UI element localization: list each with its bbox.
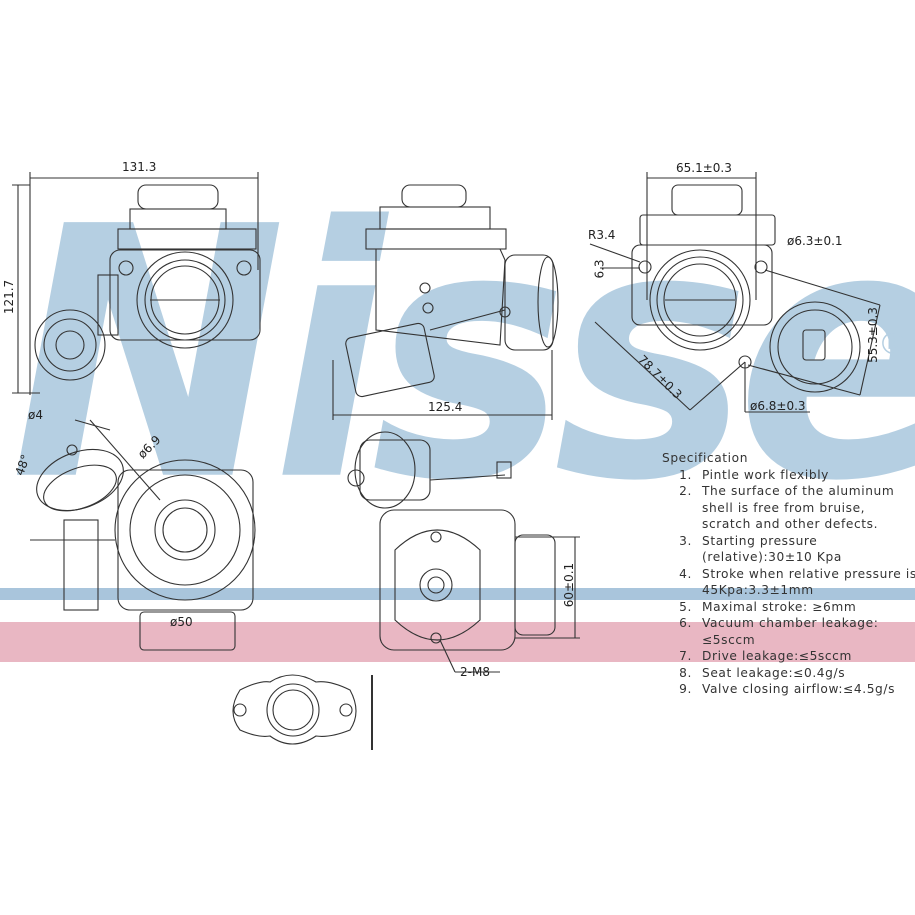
spec-item: 2. The surface of the aluminum shell is f… (662, 483, 915, 533)
spec-num: 6. (679, 616, 692, 630)
registered-mark: ® (878, 327, 908, 362)
dim-flange-height: 60±0.1 (562, 562, 577, 608)
dim-offset: 6.3 (592, 259, 607, 279)
blue-stripe (0, 588, 915, 600)
spec-item: 8. Seat leakage:≤0.4g/s (662, 665, 915, 682)
gasket-view (232, 674, 373, 750)
spec-num: 8. (679, 665, 692, 680)
spec-item: 6. Vacuum chamber leakage: ≤5sccm (662, 615, 915, 648)
dim-bore-dia: ø50 (170, 615, 193, 629)
spec-text: Pintle work flexibly (702, 467, 829, 482)
specification-list: 1. Pintle work flexibly 2. The surface of … (662, 467, 915, 698)
dim-bolts: 2-M8 (460, 665, 490, 679)
pink-stripe (0, 622, 915, 662)
spec-num: 1. (679, 467, 692, 482)
rear-view (347, 431, 580, 673)
dim-radius: R3.4 (588, 228, 616, 242)
spec-item: 7. Drive leakage:≤5sccm (662, 648, 915, 665)
spec-text: The surface of the aluminum shell is fre… (702, 484, 895, 531)
spec-item: 4. Stroke when relative pressure is 45Kpa… (662, 566, 915, 599)
spec-item: 5. Maximal stroke: ≥6mm (662, 599, 915, 616)
spec-num: 5. (679, 599, 692, 614)
spec-text: Seat leakage:≤0.4g/s (702, 665, 846, 680)
side-view (332, 184, 559, 420)
spec-num: 9. (679, 682, 692, 696)
spec-text: Vacuum chamber leakage: ≤5sccm (702, 616, 879, 647)
dim-height-front: 121.7 (2, 279, 17, 315)
spec-text: Starting pressure (relative):30±10 Kpa (702, 533, 842, 565)
flange-view (589, 172, 881, 413)
dim-flange-width: 65.1±0.3 (676, 161, 732, 175)
spec-text: Drive leakage:≤5sccm (702, 649, 852, 663)
spec-text: Stroke when relative pressure is 45Kpa:3… (702, 566, 915, 598)
spec-num: 4. (679, 566, 692, 581)
actuator-view (30, 419, 256, 651)
spec-num: 3. (679, 533, 692, 548)
specification-block: Specification 1. Pintle work flexibly 2. T… (662, 450, 915, 698)
dim-port-dia: ø4 (28, 408, 43, 422)
spec-text: Maximal stroke: ≥6mm (702, 599, 857, 614)
dim-hole-top: ø6.3±0.1 (787, 234, 843, 248)
spec-num: 2. (679, 484, 692, 498)
specification-title: Specification (662, 451, 749, 465)
dim-length-side: 125.4 (428, 400, 463, 414)
dim-diag-right: 55.3±0.3 (865, 307, 880, 363)
dim-hole-bottom: ø6.8±0.3 (750, 399, 806, 413)
front-view (12, 172, 261, 395)
spec-text: Valve closing airflow:≤4.5g/s (702, 682, 896, 696)
spec-item: 9. Valve closing airflow:≤4.5g/s (662, 681, 915, 698)
spec-num: 7. (679, 649, 692, 663)
spec-item: 1. Pintle work flexibly (662, 467, 915, 484)
dim-width-front: 131.3 (122, 160, 157, 174)
spec-item: 3. Starting pressure (relative):30±10 Kpa (662, 533, 915, 566)
